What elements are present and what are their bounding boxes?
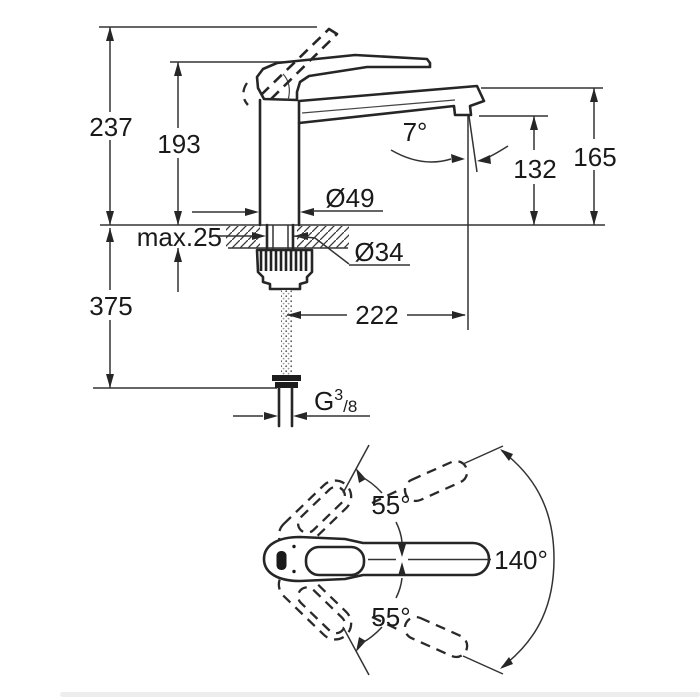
dim-d49-label: Ø49 [325, 183, 374, 213]
top-view-group: 55° 55° 140° [262, 444, 555, 676]
swivel-upper-left-dashed [277, 479, 353, 553]
supply-hose [281, 290, 292, 375]
dim-overall-height: 237 [89, 27, 133, 225]
swivel-upper-right-dashed [403, 459, 469, 503]
counter-hatch [226, 226, 349, 248]
hose-coupling [272, 375, 301, 388]
swivel-lower-right-dashed [403, 615, 469, 659]
stream-tilted-line [468, 115, 478, 173]
scan-artifact [60, 692, 700, 697]
dim-222-label: 222 [355, 300, 398, 330]
dim-7deg-label: 7° [403, 117, 428, 147]
mounting-shank [265, 223, 295, 252]
dim-body-diameter: Ø49 [192, 183, 383, 216]
dim-lever-height: 193 [157, 62, 201, 225]
dim-thread-label: G3/8 [314, 386, 357, 416]
faucet-top-outline [262, 535, 491, 583]
supply-pipe [277, 386, 294, 428]
lever-handle [255, 53, 432, 102]
dim-140-label: 140° [494, 545, 548, 575]
dim-outlet-height: 132 [513, 116, 557, 225]
swivel-lower-left-dashed [277, 567, 353, 641]
dim-outlet-angle: 7° [390, 117, 509, 164]
dim-237-label: 237 [89, 112, 132, 142]
dim-55-lower-label: 55° [371, 602, 410, 632]
dim-swivel-lower: 55° [342, 562, 411, 676]
dim-193-label: 193 [157, 129, 200, 159]
dim-swivel-total: 140° [462, 445, 555, 675]
dim-d34-label: Ø34 [354, 237, 403, 267]
dim-55-upper-label: 55° [371, 490, 410, 520]
dim-under-deck-length: 375 [89, 228, 133, 388]
spout [297, 84, 486, 125]
lever-top-view [304, 545, 366, 577]
mounting-nut [255, 248, 314, 291]
faucet-side-outline [242, 27, 486, 428]
dim-165-label: 165 [573, 142, 616, 172]
handle-mark [276, 551, 287, 570]
dim-375-label: 375 [89, 291, 132, 321]
dim-thread: G3/8 [233, 386, 370, 420]
dim-132-label: 132 [513, 154, 556, 184]
dim-swivel-upper: 55° [342, 444, 411, 557]
dim-mount-hole-diameter: Ø34 [218, 232, 410, 267]
dim-deck-thickness: max.25 [137, 222, 222, 292]
dim-spout-reach: 222 [287, 300, 466, 330]
side-view-group: 237 193 max.25 375 [89, 26, 617, 428]
lever-raised-dashed [242, 27, 339, 106]
dim-max25-label: max.25 [137, 222, 222, 252]
dim-spout-top-height: 165 [573, 88, 617, 225]
